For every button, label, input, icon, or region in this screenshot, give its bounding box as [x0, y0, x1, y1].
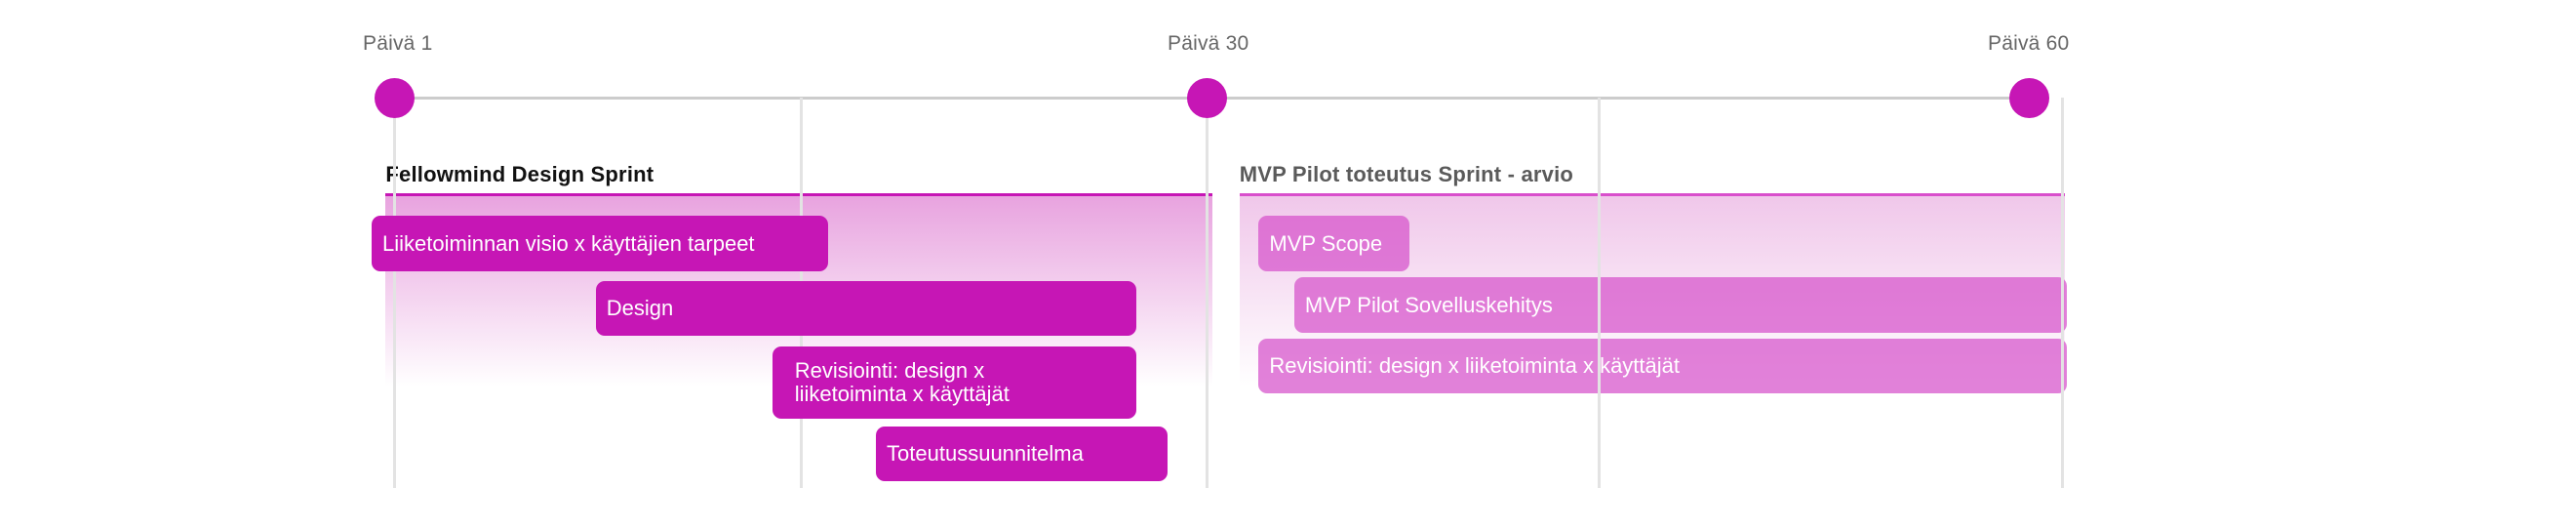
gridline — [2060, 98, 2064, 488]
phase-divider-rule — [385, 193, 1212, 196]
task-label: Design — [606, 296, 674, 320]
task-bar-design[interactable]: Design — [595, 281, 1137, 336]
gridline — [393, 98, 396, 488]
phase-title: Fellowmind Design Sprint — [385, 162, 654, 186]
milestone-label-day-60: Päivä 60 — [1988, 32, 2070, 55]
task-bar-mvp-development[interactable]: MVP Pilot Sovelluskehitys — [1293, 277, 2068, 333]
milestone-dot-day-30 — [1187, 78, 1227, 118]
milestone-dot-day-60 — [2009, 78, 2049, 118]
phase-title: MVP Pilot toteutus Sprint - arvio — [1239, 162, 1574, 186]
task-bar-implementation-plan[interactable]: Toteutussuunnitelma — [876, 427, 1168, 481]
task-bar-vision[interactable]: Liiketoiminnan visio x käyttäjien tarpee… — [372, 216, 829, 271]
task-label: Toteutussuunnitelma — [887, 441, 1084, 466]
gridline — [1206, 98, 1209, 488]
milestone-label-day-1: Päivä 1 — [363, 32, 433, 55]
task-label: Revisiointi: design x liiketoiminta x kä… — [1269, 353, 1680, 378]
task-bar-mvp-revision[interactable]: Revisiointi: design x liiketoiminta x kä… — [1258, 339, 2068, 393]
task-label: MVP Scope — [1269, 230, 1383, 256]
milestone-label-day-30: Päivä 30 — [1168, 32, 1249, 55]
task-label: Liiketoiminnan visio x käyttäjien tarpee… — [382, 230, 755, 256]
task-bar-mvp-scope[interactable]: MVP Scope — [1258, 216, 1409, 271]
task-bar-revision[interactable]: Revisiointi: design x liiketoiminta x kä… — [772, 346, 1137, 419]
task-label: Revisiointi: design x liiketoiminta x kä… — [794, 358, 1010, 406]
milestone-dot-day-1 — [375, 78, 415, 118]
gridline — [1597, 98, 1601, 488]
task-label: MVP Pilot Sovelluskehitys — [1304, 292, 1553, 317]
phase-divider-rule — [1239, 193, 2065, 196]
